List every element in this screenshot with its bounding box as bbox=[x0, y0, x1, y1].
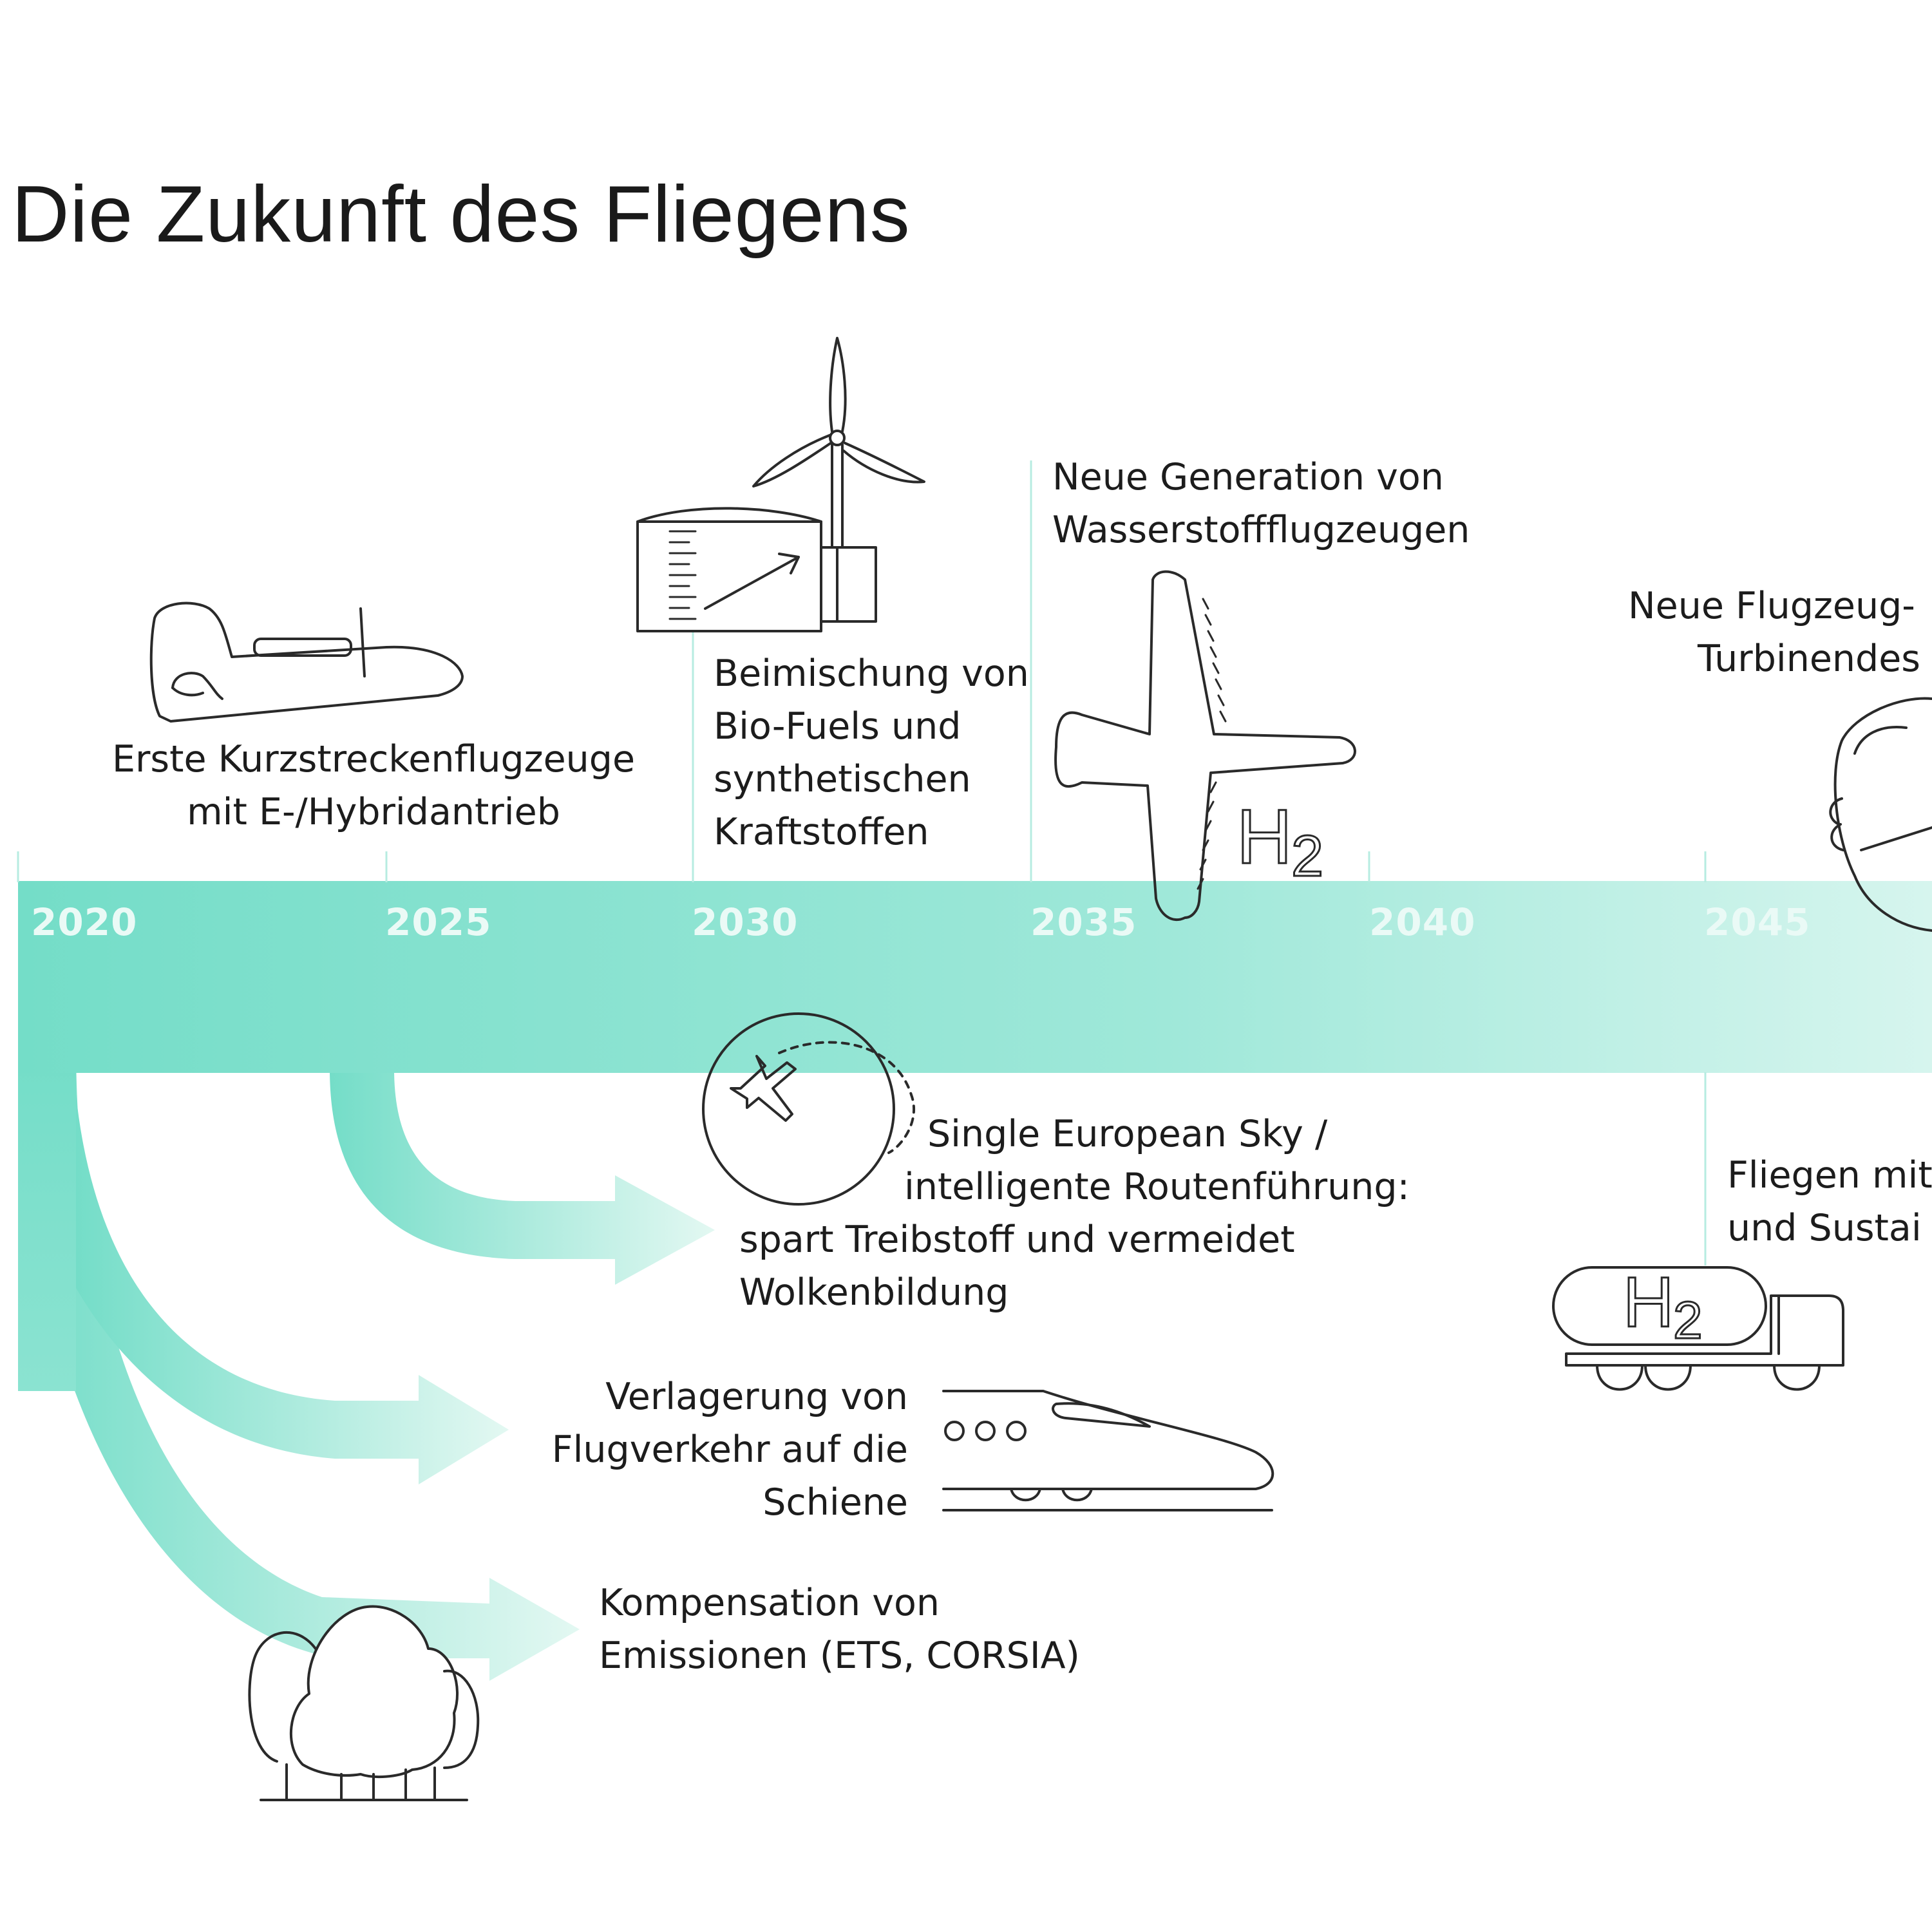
flow-arrow-trees bbox=[18, 1043, 580, 1681]
milestone-line: Beimischung von bbox=[714, 652, 1029, 695]
hydrogen-truck-h2-sub: 2 bbox=[1673, 1291, 1703, 1350]
flow-arrows bbox=[18, 1043, 715, 1681]
year-ticks bbox=[17, 460, 1707, 1265]
measure-hydrogen-flight-label: Fliegen mit und Sustai bbox=[1727, 1149, 1932, 1255]
electric-plane-icon bbox=[149, 601, 464, 723]
trees-icon bbox=[248, 1605, 480, 1801]
milestone-engine-label: Neue Flugzeug- Turbinendes bbox=[1628, 580, 1932, 685]
milestone-line: Kraftstoffen bbox=[714, 811, 929, 853]
measure-single-european-sky-label: Single European Sky / intelligente Route… bbox=[739, 1108, 1461, 1319]
year-label-2035: 2035 bbox=[1030, 900, 1137, 944]
milestone-hydrogen-plane-label: Neue Generation von Wasserstoffflugzeuge… bbox=[1052, 451, 1470, 556]
measure-line: Verlagerung von bbox=[605, 1376, 908, 1418]
milestone-line: Neue Flugzeug- bbox=[1628, 585, 1915, 627]
measure-line: Kompensation von bbox=[599, 1582, 940, 1624]
measure-compensation-label: Kompensation von Emissionen (ETS, CORSIA… bbox=[599, 1577, 1080, 1682]
wind-turbine-tank-icon bbox=[636, 337, 925, 632]
timeline-band bbox=[18, 881, 1932, 1073]
milestone-line: mit E-/Hybridantrieb bbox=[187, 791, 560, 833]
measure-line: Wolkenbildung bbox=[739, 1271, 1009, 1314]
measure-line: intelligente Routenführung: bbox=[904, 1166, 1410, 1208]
year-label-2030: 2030 bbox=[692, 900, 799, 944]
flow-arrow-sky bbox=[330, 1069, 715, 1285]
hydrogen-plane-icon bbox=[1054, 570, 1356, 922]
measure-line: Schiene bbox=[762, 1481, 908, 1524]
page-title: Die Zukunft des Fliegens bbox=[12, 170, 911, 259]
year-label-2020: 2020 bbox=[31, 900, 138, 944]
train-icon bbox=[942, 1390, 1274, 1511]
milestone-biofuels-label: Beimischung von Bio-Fuels und synthetisc… bbox=[714, 647, 1029, 858]
milestone-line: Bio-Fuels und bbox=[714, 705, 961, 748]
milestone-line: Turbinendes bbox=[1698, 638, 1921, 680]
measure-line: Fliegen mit bbox=[1727, 1154, 1932, 1197]
measure-line: Emissionen (ETS, CORSIA) bbox=[599, 1634, 1080, 1677]
milestone-line: Erste Kurzstreckenflugzeuge bbox=[111, 738, 636, 781]
hydrogen-plane-h2-sub: 2 bbox=[1291, 824, 1323, 889]
aircraft-engine-icon bbox=[1829, 697, 1932, 932]
measure-line: spart Treibstoff und vermeidet bbox=[739, 1218, 1295, 1261]
measure-line: Single European Sky / bbox=[927, 1113, 1328, 1155]
hydrogen-plane-h2-text: H bbox=[1236, 793, 1293, 880]
globe-route-icon bbox=[702, 1012, 916, 1206]
year-label-2025: 2025 bbox=[385, 900, 492, 944]
measure-line: Flugverkehr auf die bbox=[551, 1428, 908, 1471]
milestone-line: synthetischen bbox=[714, 758, 971, 800]
milestone-line: Neue Generation von bbox=[1052, 456, 1444, 498]
milestone-line: Wasserstoffflugzeugen bbox=[1052, 509, 1470, 551]
milestone-electric-plane-label: Erste Kurzstreckenflugzeuge mit E-/Hybri… bbox=[90, 733, 657, 838]
measure-line: und Sustai bbox=[1727, 1207, 1922, 1249]
flow-arrow-train bbox=[76, 1095, 509, 1484]
hydrogen-truck-icon bbox=[1552, 1266, 1844, 1391]
measure-rail-label: Verlagerung von Flugverkehr auf die Schi… bbox=[489, 1370, 908, 1529]
year-label-2045: 2045 bbox=[1704, 900, 1811, 944]
year-label-2040: 2040 bbox=[1369, 900, 1476, 944]
hydrogen-truck-h2-text: H bbox=[1623, 1263, 1674, 1342]
